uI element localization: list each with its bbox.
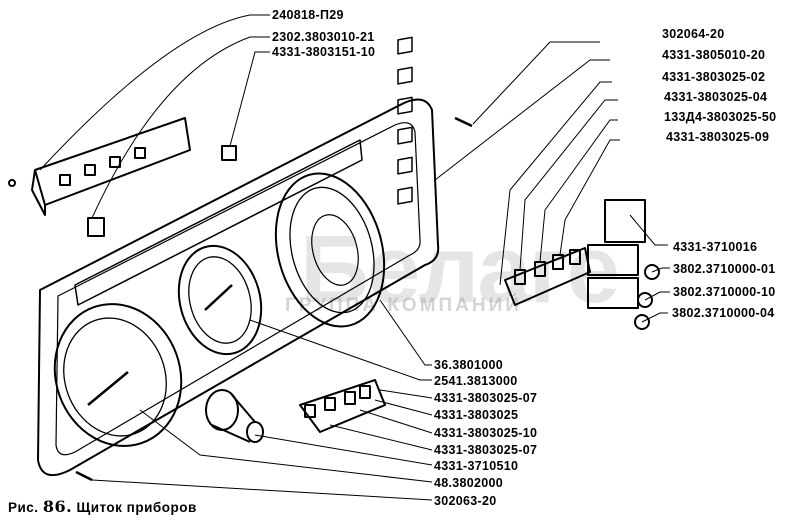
screw-left [8,179,16,187]
label-part: 4331-3710510 [434,459,519,473]
label-part: 4331-3805010-20 [662,48,766,62]
relay-socket [87,217,105,237]
panel-outline [37,98,440,477]
label-part: 302063-20 [434,494,497,508]
panel-switch-strip [74,139,363,306]
label-part: 4331-3803025-04 [664,90,768,104]
switch-cluster-right [504,247,591,306]
relay-small [221,145,237,161]
label-part: 240818-П29 [272,8,344,22]
caption-prefix: Рис. [8,500,39,515]
switch-cluster-bottom [299,379,386,433]
label-part: 2302.3803010-21 [272,30,375,44]
label-part: 4331-3710016 [673,240,758,254]
label-part: 302064-20 [662,27,725,41]
panel-buttons-right [397,36,413,205]
label-part: 4331-3803025-07 [434,443,538,457]
panel-inner [55,122,421,456]
label-part: 4331-3803025-10 [434,426,538,440]
label-part: 4331-3803151-10 [272,45,376,59]
top-switch-block [31,117,191,216]
watermark-brand: Белаге [300,216,620,323]
caption-number: 86. [42,497,73,516]
label-part: 48.3802000 [434,476,504,490]
lighter [205,389,264,443]
screw-bottom [75,470,93,482]
label-part: 3802.3710000-01 [673,262,776,276]
combination-gauge [177,244,263,356]
watermark-subtitle: ГРУППА КОМПАНИЙ [285,295,522,316]
screw-top [454,116,473,128]
caption-text: Щиток приборов [76,500,197,515]
label-part: 4331-3803025-07 [434,391,538,405]
fuse-block [587,199,660,330]
label-part: 4331-3803025-09 [666,130,770,144]
label-part: 4331-3803025-02 [662,70,766,84]
label-part: 2541.3813000 [434,374,518,388]
speedometer [53,303,183,447]
label-part: 4331-3803025 [434,408,519,422]
label-part: 3802.3710000-10 [673,285,776,299]
figure-caption: Рис. 86. Щиток приборов [8,497,197,516]
tachometer [274,172,386,328]
label-part: 133Д4-3803025-50 [664,110,777,124]
label-part: 36.3801000 [434,358,504,372]
label-part: 3802.3710000-04 [672,306,775,320]
